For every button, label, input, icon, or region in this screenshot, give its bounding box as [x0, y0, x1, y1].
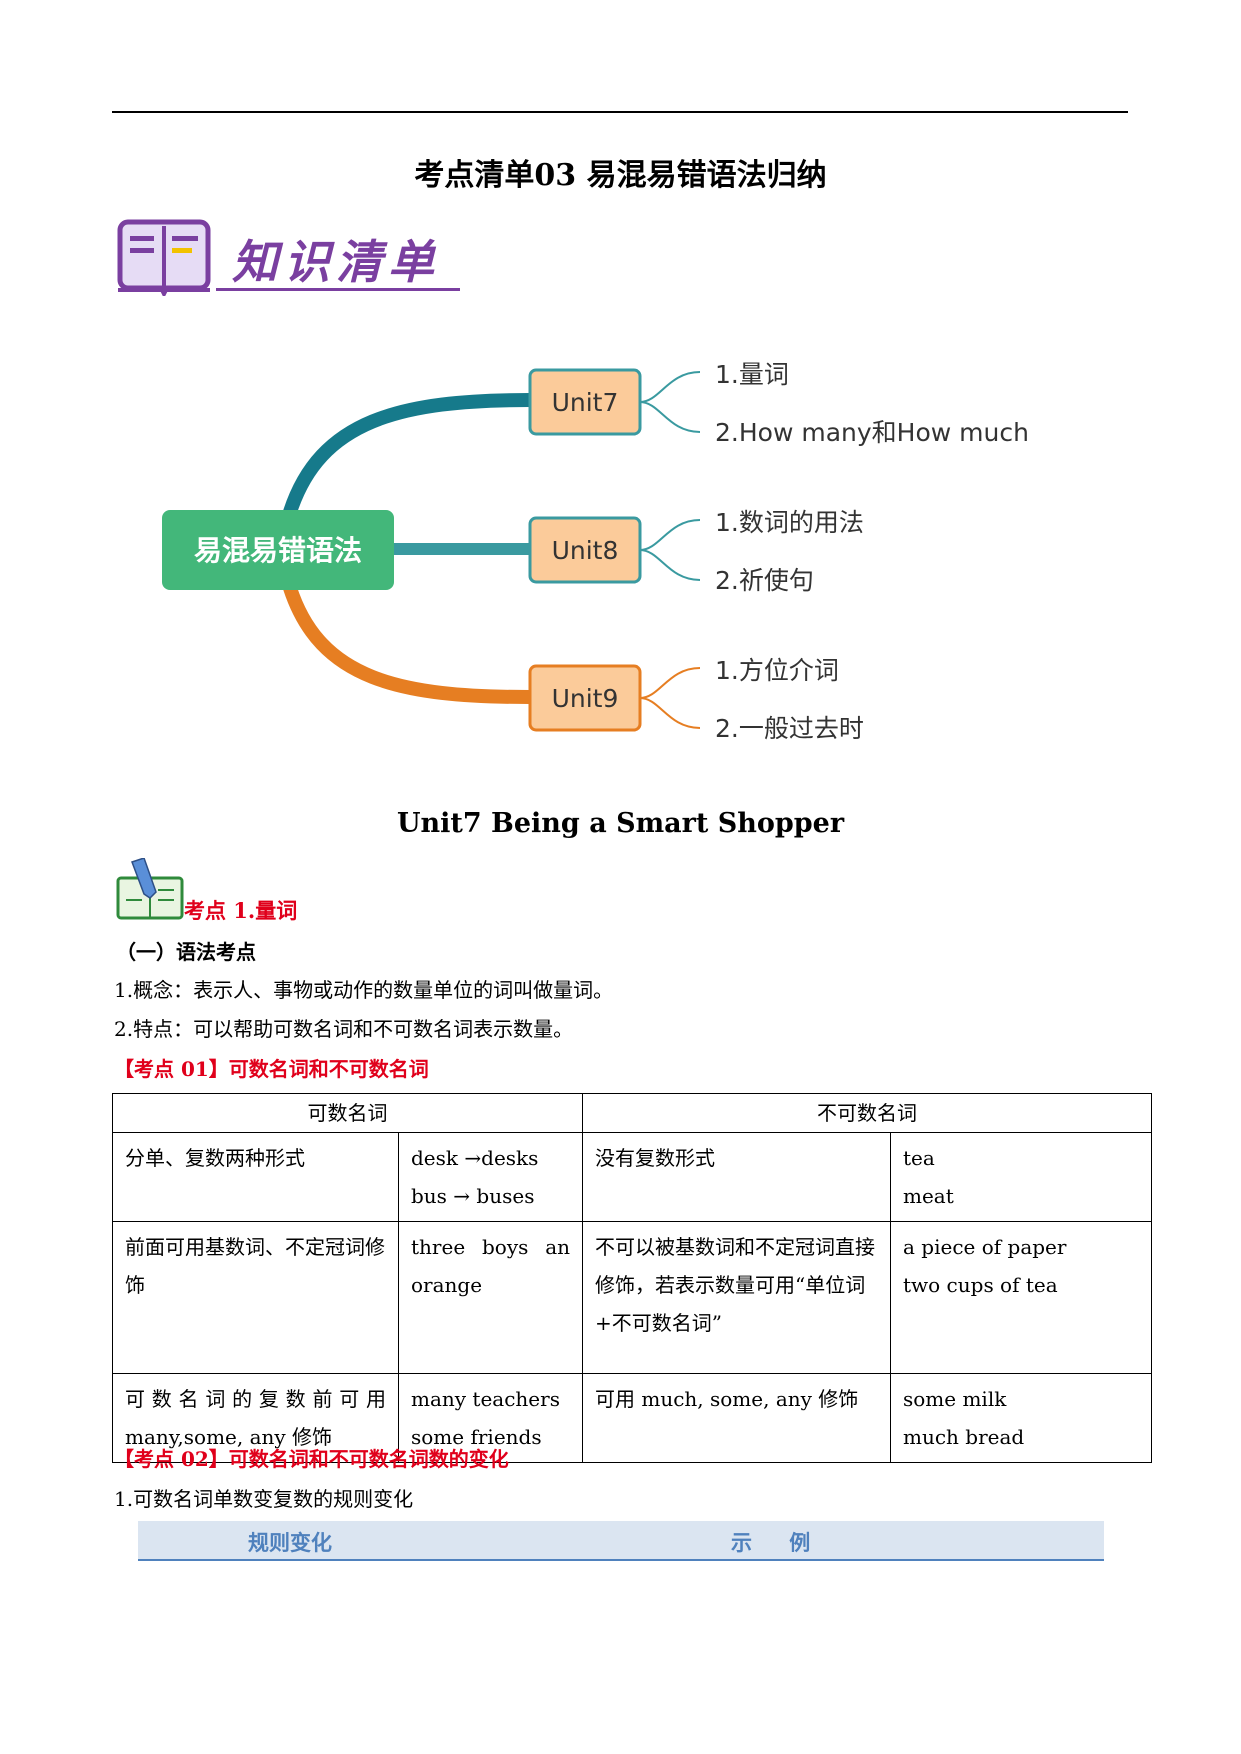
cell-line: much bread	[903, 1425, 1025, 1449]
table-cell: a piece of paper two cups of tea	[890, 1221, 1152, 1374]
mind-map: 易混易错语法 Unit7 1.量词 2.How many和How much Un…	[162, 360, 1029, 743]
example-col-header: 示 例	[731, 1530, 811, 1555]
top-rule	[112, 111, 1128, 113]
mindmap-item: 1.方位介词	[715, 656, 839, 685]
mindmap-center-label: 易混易错语法	[194, 534, 362, 567]
table-cell: 没有复数形式	[582, 1132, 891, 1222]
paragraph: 1.概念：表示人、事物或动作的数量单位的词叫做量词。	[114, 978, 614, 1002]
kaodian-title: 考点 1.量词	[184, 898, 298, 923]
mindmap-node-unit9-label: Unit9	[552, 684, 619, 713]
cell-line: meat	[903, 1184, 954, 1208]
table-cell: 不可以被基数词和不定冠词直接修饰，若表示数量可用“单位词+不可数名词”	[582, 1221, 891, 1374]
table-cell: some milk much bread	[890, 1373, 1152, 1463]
cell-line: some friends	[411, 1425, 542, 1449]
mindmap-item: 1.量词	[715, 360, 789, 389]
nouns-table: 可数名词 不可数名词 分单、复数两种形式 desk →desks bus → bu…	[112, 1093, 1152, 1463]
kaodian-01-heading: 【考点 01】可数名词和不可数名词	[114, 1057, 429, 1081]
table-row: 可数名词的复数前可用many,some, any 修饰 many teacher…	[112, 1373, 1152, 1463]
mindmap-node-unit8-label: Unit8	[552, 536, 619, 565]
cell-line: two cups of tea	[903, 1273, 1058, 1297]
cell-line: some milk	[903, 1387, 1007, 1411]
mindmap-node-unit7-label: Unit7	[552, 388, 619, 417]
section-title: （一）语法考点	[116, 940, 256, 964]
mindmap-item: 1.数词的用法	[715, 508, 864, 537]
book-icon	[117, 219, 211, 296]
mindmap-item: 2.一般过去时	[715, 714, 864, 743]
banner-underline	[216, 288, 460, 291]
table-cell: 可数名词的复数前可用many,some, any 修饰	[112, 1373, 399, 1463]
banner-title: 知识清单	[232, 235, 440, 289]
mindmap-item: 2.祈使句	[715, 566, 814, 595]
cell-line: a piece of paper	[903, 1235, 1067, 1259]
notebook-pencil-icon	[116, 858, 184, 920]
rule-table-header: 规则变化 示 例	[138, 1521, 1104, 1561]
cell-line: tea	[903, 1146, 935, 1170]
unit-heading: Unit7 Being a Smart Shopper	[396, 808, 845, 839]
rule-col-header: 规则变化	[248, 1530, 332, 1555]
mindmap-item: 2.How many和How much	[715, 418, 1029, 447]
cell-line: desk →desks	[411, 1146, 539, 1170]
table-cell: three boys an orange	[398, 1221, 583, 1374]
table-cell: many teachers some friends	[398, 1373, 583, 1463]
table-cell: desk →desks bus → buses	[398, 1132, 583, 1222]
table-cell: tea meat	[890, 1132, 1152, 1222]
paragraph: 2.特点：可以帮助可数名词和不可数名词表示数量。	[114, 1017, 574, 1041]
document-title: 考点清单03 易混易错语法归纳	[414, 158, 827, 193]
table-header-countable: 可数名词	[112, 1093, 583, 1133]
table-cell: 分单、复数两种形式	[112, 1132, 399, 1222]
paragraph: 1.可数名词单数变复数的规则变化	[114, 1487, 414, 1511]
table-cell: 可用 much, some, any 修饰	[582, 1373, 891, 1463]
table-row: 前面可用基数词、不定冠词修饰 three boys an orange 不可以被…	[112, 1221, 1152, 1374]
mindmap-center-node	[162, 510, 394, 590]
cell-line: many teachers	[411, 1387, 560, 1411]
cell-line: bus → buses	[411, 1184, 535, 1208]
table-header-uncountable: 不可数名词	[582, 1093, 1152, 1133]
table-cell: 前面可用基数词、不定冠词修饰	[112, 1221, 399, 1374]
kaodian-02-heading: 【考点 02】可数名词和不可数名词数的变化	[114, 1447, 509, 1471]
